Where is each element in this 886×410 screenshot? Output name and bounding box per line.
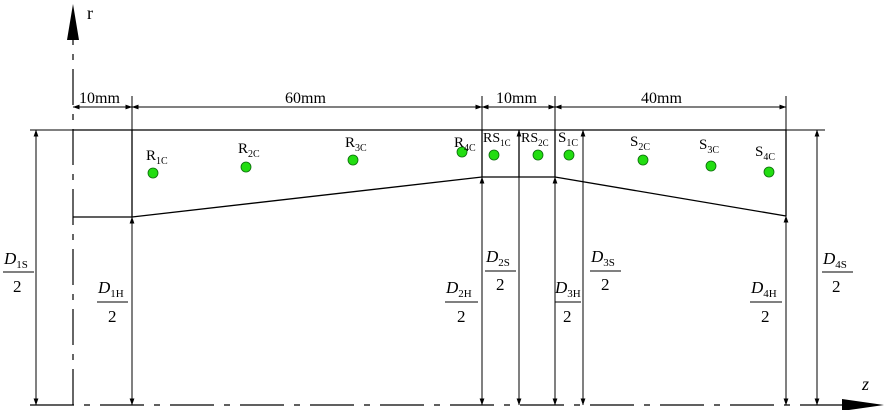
dim-label-60mm: 60mm (285, 90, 326, 107)
fraction-d2h: D2H 2 (445, 278, 478, 326)
label-r3c: R3C (345, 135, 367, 154)
svg-text:D4S: D4S (822, 249, 847, 271)
svg-text:2: 2 (761, 307, 770, 326)
svg-text:2: 2 (601, 275, 610, 294)
fraction-d3h: D3H 2 (554, 278, 581, 326)
extension-lines (131, 96, 787, 130)
label-s2c: S2C (630, 134, 650, 153)
fraction-d4s: D4S 2 (822, 249, 853, 296)
point-r1c (147, 167, 159, 179)
fraction-d4h: D4H 2 (750, 278, 782, 326)
point-s1c (563, 149, 575, 161)
label-rs1c: RS1C (483, 131, 511, 148)
label-s1c: S1C (558, 130, 578, 149)
fraction-d2s: D2S 2 (485, 247, 516, 294)
point-r3c (347, 154, 359, 166)
svg-text:2: 2 (108, 307, 117, 326)
svg-text:D3S: D3S (590, 247, 615, 269)
dim-label-10mm-b: 10mm (496, 90, 537, 107)
svg-text:D3H: D3H (554, 278, 581, 300)
r-axis: r (67, 3, 93, 405)
z-axis-label: z (861, 374, 869, 394)
label-s3c: S3C (699, 137, 719, 156)
z-axis-arrowhead (842, 399, 884, 410)
svg-text:2: 2 (496, 275, 505, 294)
svg-text:D2H: D2H (445, 278, 472, 300)
svg-text:2: 2 (563, 307, 572, 326)
fraction-d3s: D3S 2 (590, 247, 621, 294)
label-r4c: R4C (454, 135, 476, 154)
svg-text:2: 2 (457, 307, 466, 326)
svg-text:2: 2 (13, 277, 22, 296)
z-axis: z (30, 374, 884, 410)
svg-text:D1S: D1S (3, 249, 28, 271)
point-rs2c (532, 149, 544, 161)
diameter-labels: D1S 2 D1H 2 D2H 2 D2S 2 D3H 2 D3S 2 (3, 247, 853, 326)
label-s4c: S4C (755, 144, 775, 163)
blade-outline (73, 129, 787, 218)
point-s3c (705, 160, 717, 172)
svg-text:D1H: D1H (97, 278, 124, 300)
svg-text:D4H: D4H (750, 278, 777, 300)
r-axis-arrowhead (67, 4, 79, 40)
point-rs1c (488, 149, 500, 161)
fraction-d1h: D1H 2 (97, 278, 128, 326)
r-axis-label: r (87, 3, 93, 23)
label-r2c: R2C (238, 141, 260, 160)
point-r2c (240, 161, 252, 173)
point-s4c (763, 166, 775, 178)
svg-text:2: 2 (832, 277, 841, 296)
dim-label-10mm-a: 10mm (79, 90, 120, 107)
fraction-d1s: D1S 2 (3, 249, 34, 296)
point-labels: R1C R2C R3C R4C RS1C RS2C S1C S2C S3C S4… (146, 130, 775, 167)
dim-label-40mm: 40mm (641, 90, 682, 107)
point-markers (147, 146, 775, 179)
label-rs2c: RS2C (521, 131, 549, 148)
label-r1c: R1C (146, 148, 168, 167)
point-r4c (456, 146, 468, 158)
point-s2c (637, 154, 649, 166)
svg-text:D2S: D2S (485, 247, 510, 269)
diameter-dimension-lines (33, 129, 820, 406)
